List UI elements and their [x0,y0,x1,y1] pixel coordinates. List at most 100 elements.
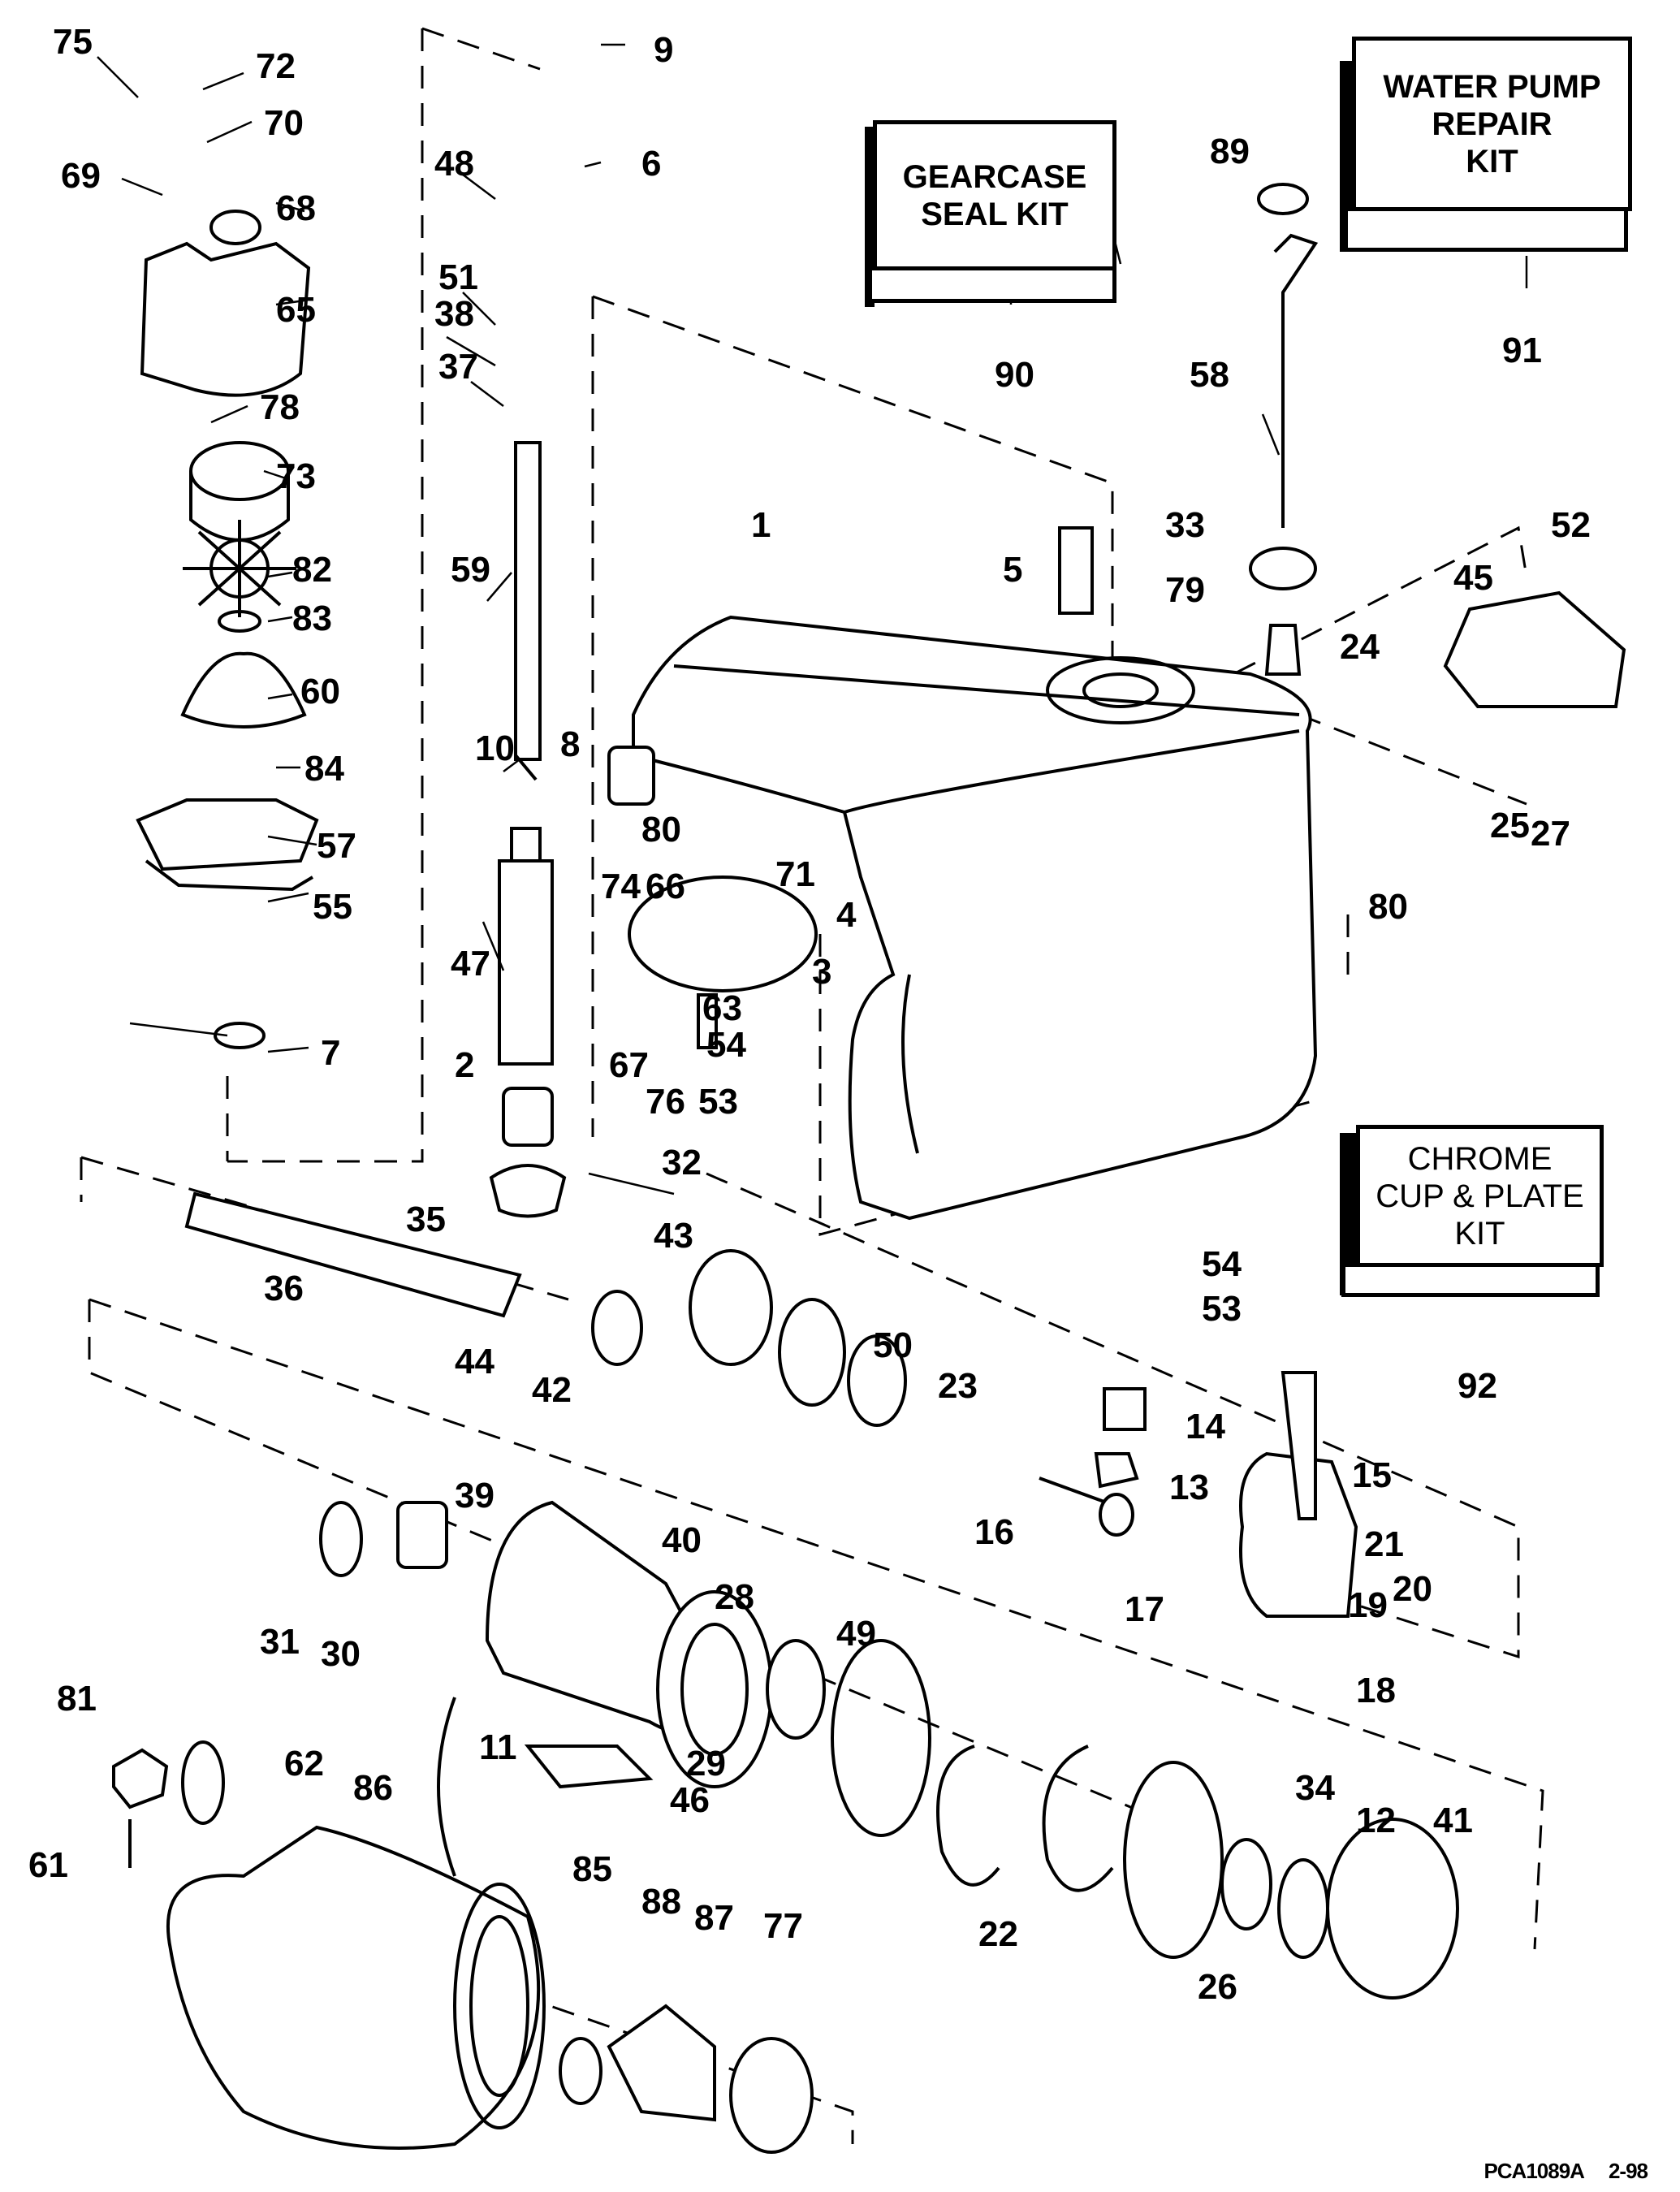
callout-11: 11 [479,1727,517,1767]
seal-ring [180,651,307,729]
anode-plate [524,1745,654,1789]
impeller [183,520,296,617]
retainer-plate [1123,1761,1224,1959]
callout-33: 33 [1165,505,1205,545]
callout-39: 39 [455,1476,494,1515]
callout-29: 29 [686,1744,726,1783]
callout-45: 45 [1453,558,1493,598]
kit-box-bottom [1341,1263,1600,1297]
callout-70: 70 [264,103,304,143]
thrust-washer [1277,1858,1329,1959]
callout-32: 32 [662,1143,702,1182]
callout-21: 21 [1364,1524,1404,1564]
callout-88: 88 [641,1882,681,1922]
callout-54-right: 54 [1202,1244,1242,1284]
callout-67: 67 [609,1045,649,1085]
bracket [1281,1371,1317,1520]
o-ring [218,610,261,633]
callout-34: 34 [1295,1768,1335,1808]
callout-27: 27 [1531,814,1570,854]
forward-gear [689,1249,773,1366]
cover [1443,590,1626,708]
callout-72: 72 [256,46,296,86]
callout-23: 23 [938,1366,978,1406]
callout-78: 78 [260,387,300,427]
shift-housing [1239,1451,1358,1618]
callout-38: 38 [434,294,474,334]
leader-lines [97,43,1528,1195]
prop-washer [181,1740,225,1825]
callout-3: 3 [812,952,832,992]
callout-1: 1 [751,505,771,545]
callout-41: 41 [1433,1801,1473,1840]
callout-62: 62 [284,1744,324,1783]
callout-43: 43 [654,1216,693,1256]
bearing [502,1087,554,1147]
kit-box-face: CHROME CUP & PLATE KIT [1356,1125,1604,1267]
kit-box-bottom [868,266,1116,303]
anode [607,746,655,806]
callout-5: 5 [1003,550,1023,590]
callout-84: 84 [304,749,344,789]
o-ring [831,1639,931,1837]
callout-6: 6 [641,144,662,184]
callout-61: 61 [28,1845,68,1885]
callout-86: 86 [353,1768,393,1808]
callout-57: 57 [317,826,356,866]
callout-69: 69 [61,156,101,196]
kit-box-bottom [1344,207,1628,252]
callout-91: 91 [1502,331,1542,370]
kit-box-face: WATER PUMP REPAIR KIT [1352,37,1632,211]
bearing [766,1639,826,1740]
kit-label: GEARCASE SEAL KIT [902,158,1087,232]
kit-box-chrome-cup-plate: CHROME CUP & PLATE KIT [1340,1125,1608,1308]
kit-box-shadow [1340,61,1354,252]
thrust-bearing [778,1298,846,1407]
retaining-ring [1042,1745,1114,1892]
kit-box-shadow [865,127,875,307]
callout-8: 8 [560,724,581,764]
fitting [697,993,718,1049]
prop-nut [112,1748,169,1809]
cradle [1094,1452,1139,1489]
callout-49: 49 [836,1614,876,1654]
drawing-date: 2-98 [1608,2159,1648,2183]
callout-58: 58 [1190,355,1229,395]
callout-26: 26 [1198,1967,1237,2007]
gearcase-housing [632,615,1318,1221]
callout-60: 60 [300,672,340,711]
needle-bearing [396,1501,448,1569]
callout-80: 80 [641,810,681,850]
thrust-hub [729,2037,814,2154]
driveshaft [514,441,542,781]
callout-51: 51 [438,257,478,297]
callout-66: 66 [646,867,685,906]
grommet [1249,547,1317,590]
screen [1058,526,1094,615]
callout-75: 75 [53,22,93,62]
callout-44: 44 [455,1342,494,1381]
kit-box-water-pump-repair: WATER PUMP REPAIR KIT [1340,37,1640,252]
callout-24: 24 [1340,627,1380,667]
callout-7: 7 [321,1033,341,1073]
shift-rod [1273,233,1319,528]
kit-box-face: GEARCASE SEAL KIT [873,120,1116,270]
propeller [166,1697,546,2150]
kit-box-gearcase-seal: GEARCASE SEAL KIT [865,120,1125,307]
shift-lever [1103,1387,1147,1431]
callout-90: 90 [995,355,1034,395]
seal [214,1022,266,1049]
callout-46: 46 [670,1780,710,1820]
callout-53-right: 53 [1202,1289,1242,1329]
callout-20: 20 [1393,1569,1432,1609]
thrust-washer [847,1334,907,1427]
callout-79: 79 [1165,570,1205,610]
kit-label: WATER PUMP REPAIR KIT [1383,68,1601,179]
water-pump-housing [140,210,311,397]
callout-80-right: 80 [1368,887,1408,927]
callout-19: 19 [1348,1585,1388,1625]
plate-gasket [145,859,314,892]
callout-83: 83 [292,599,332,638]
drive-hub [607,2004,716,2122]
